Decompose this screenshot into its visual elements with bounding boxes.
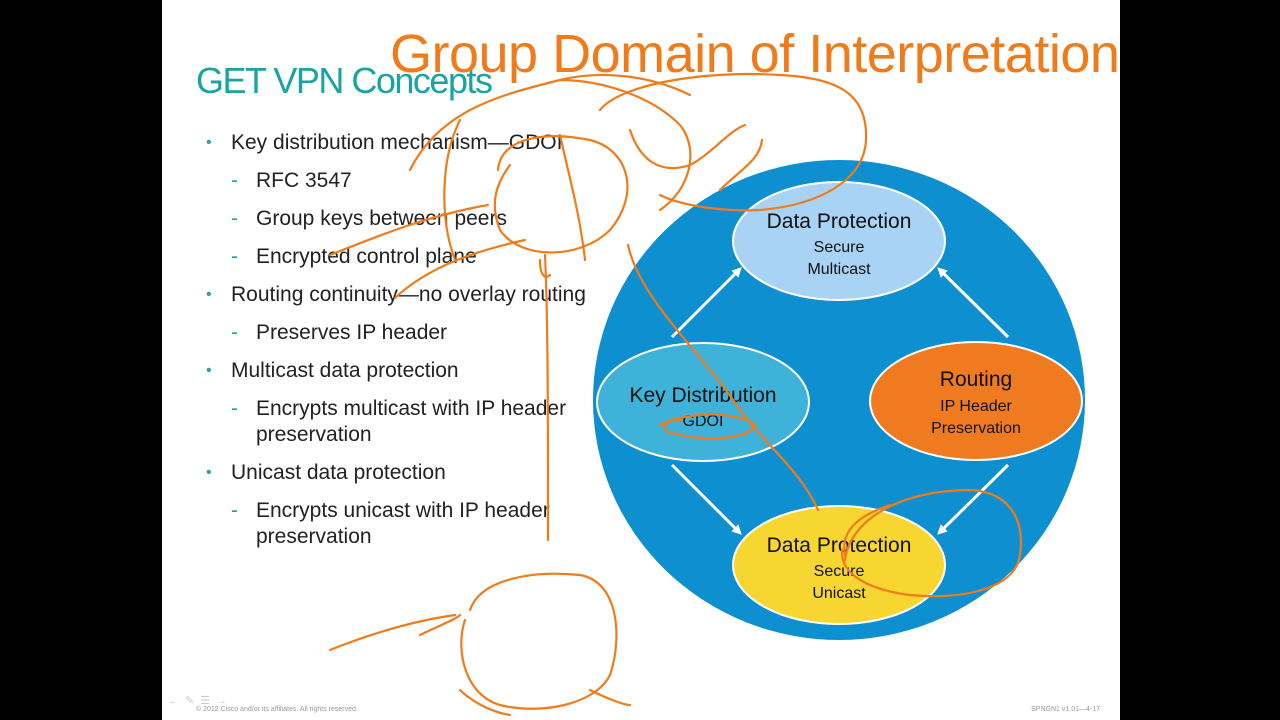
node-data-protection-multicast: Data Protection Secure Multicast bbox=[732, 181, 946, 301]
edit-icon[interactable]: ✎ bbox=[185, 695, 201, 707]
sub-bullet-item: RFC 3547 bbox=[206, 168, 606, 194]
node-subtitle: Secure bbox=[814, 239, 865, 256]
forward-icon[interactable]: → bbox=[216, 695, 234, 707]
node-subtitle: Multicast bbox=[807, 261, 871, 278]
node-title: Routing bbox=[940, 368, 1012, 391]
sub-bullet-item: Preserves IP header bbox=[206, 320, 606, 346]
slide: GET VPN Concepts Key distribution mechan… bbox=[162, 0, 1120, 720]
node-subtitle: GDOI bbox=[683, 413, 724, 430]
node-subtitle: Secure bbox=[814, 563, 865, 580]
getvpn-concepts-diagram: Data Protection Secure Multicast Key Dis… bbox=[593, 160, 1085, 640]
slide-id: SPNGN1 v1.01—4-17 bbox=[1031, 706, 1100, 713]
node-subtitle: Preservation bbox=[931, 420, 1021, 437]
node-key-distribution: Key Distribution GDOI bbox=[596, 342, 810, 462]
node-title: Data Protection bbox=[767, 534, 912, 557]
node-title: Key Distribution bbox=[629, 384, 776, 407]
node-subtitle: IP Header bbox=[940, 398, 1012, 415]
sub-bullet-item: Encrypts multicast with IP header preser… bbox=[206, 396, 606, 448]
node-title: Data Protection bbox=[767, 210, 912, 233]
copyright-notice: © 2012 Cisco and/or its affiliates. All … bbox=[196, 706, 358, 713]
slide-nav-icons: ←✎☰→ bbox=[168, 694, 233, 707]
handwritten-heading: Group Domain of Interpretation bbox=[390, 24, 1120, 84]
node-routing: Routing IP Header Preservation bbox=[869, 341, 1083, 461]
node-data-protection-unicast: Data Protection Secure Unicast bbox=[732, 505, 946, 625]
arrow-right-to-top bbox=[937, 267, 1010, 339]
bullet-item: Multicast data protection bbox=[206, 358, 606, 384]
bullet-item: Unicast data protection bbox=[206, 460, 606, 486]
menu-icon[interactable]: ☰ bbox=[200, 695, 217, 707]
back-icon[interactable]: ← bbox=[168, 695, 185, 707]
node-subtitle: Unicast bbox=[812, 585, 866, 602]
sub-bullet-item: Encrypts unicast with IP header preserva… bbox=[206, 498, 606, 550]
